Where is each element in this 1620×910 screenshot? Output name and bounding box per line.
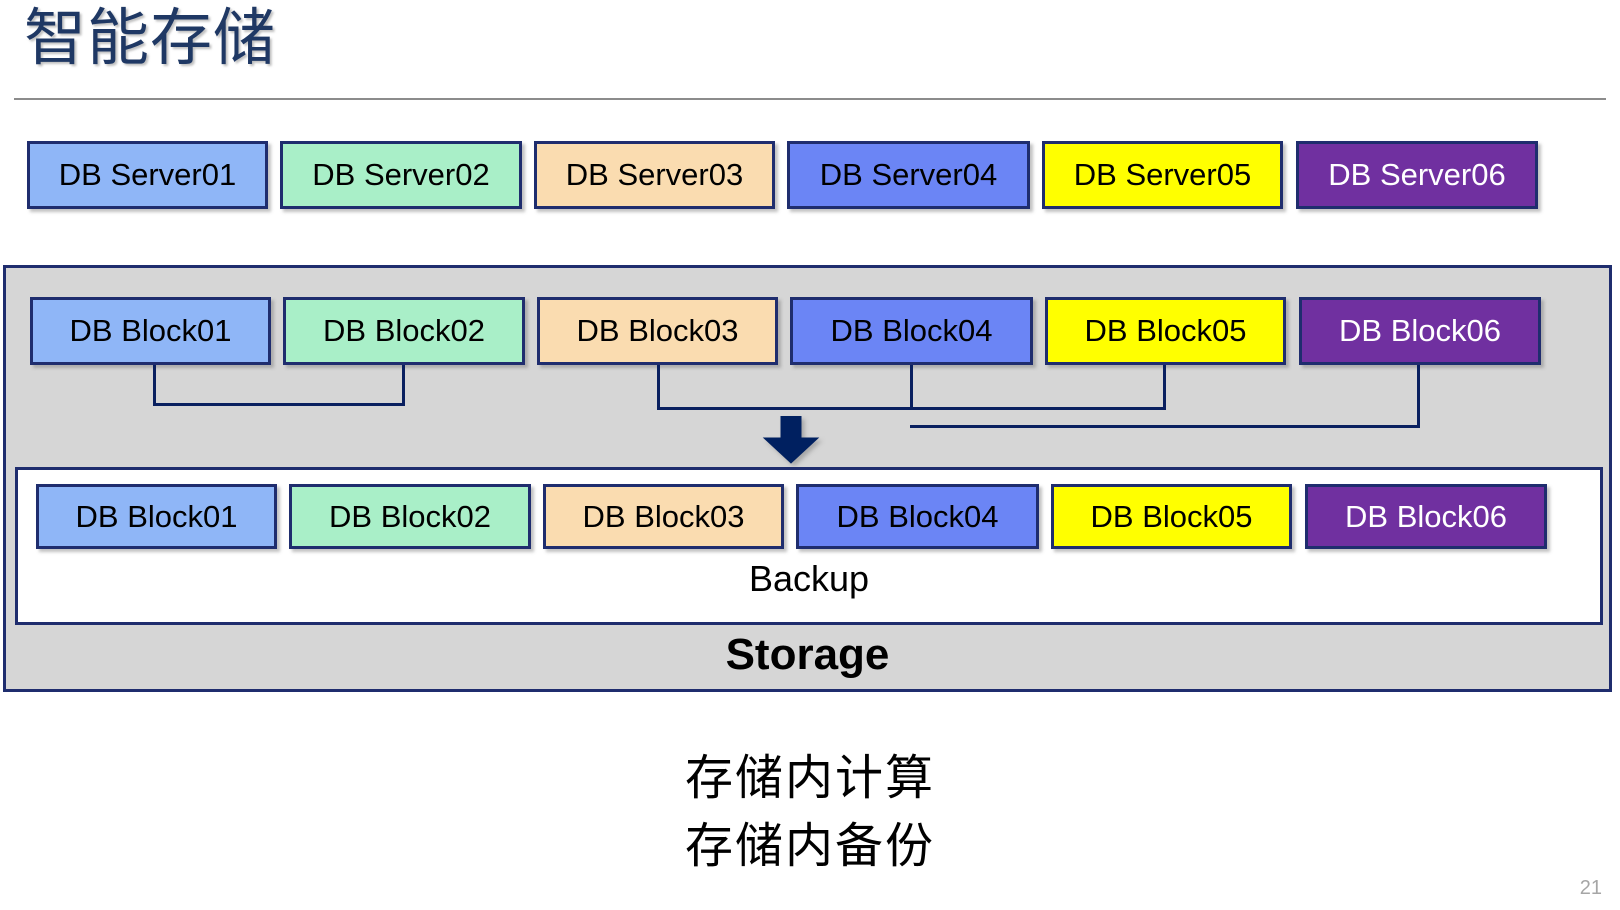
storage-container: DB Block01 DB Block02 DB Block03 DB Block04… bbox=[3, 265, 1612, 692]
db-block-box-label: DB Block03 bbox=[576, 313, 739, 348]
db-block-box-label: DB Block01 bbox=[69, 313, 232, 348]
flow-down-arrow bbox=[762, 416, 820, 464]
backup-block-box-label: DB Block03 bbox=[582, 498, 745, 534]
block03-drop bbox=[657, 365, 660, 410]
footer-text-line-2: 存储内备份 bbox=[684, 820, 935, 873]
db-block-box-5[interactable]: DB Block05 bbox=[1045, 297, 1286, 365]
db-server-box-3[interactable]: DB Server03 bbox=[534, 141, 775, 209]
db-server-box-label: DB Server06 bbox=[1328, 157, 1506, 192]
db-block-box-1[interactable]: DB Block01 bbox=[30, 297, 271, 365]
page-number: 21 bbox=[1579, 877, 1602, 899]
footer-text-line-1: 存储内计算 bbox=[684, 752, 935, 805]
block04-drop bbox=[910, 365, 913, 410]
db-server-box-label: DB Server03 bbox=[565, 157, 744, 192]
backup-block-box-label: DB Block04 bbox=[836, 498, 999, 534]
backup-block-box-5[interactable]: DB Block05 bbox=[1051, 484, 1292, 549]
backup-block-box-1[interactable]: DB Block01 bbox=[36, 484, 277, 549]
db-block-box-3[interactable]: DB Block03 bbox=[537, 297, 778, 365]
db-server-box-label: DB Server02 bbox=[312, 157, 490, 192]
storage-label: Storage bbox=[725, 630, 890, 679]
backup-block-box-label: DB Block02 bbox=[329, 498, 491, 534]
db-block-box-label: DB Block05 bbox=[1084, 313, 1247, 348]
db-server-box-4[interactable]: DB Server04 bbox=[787, 141, 1030, 209]
db-server-box-5[interactable]: DB Server05 bbox=[1042, 141, 1283, 209]
group-a-join bbox=[153, 403, 405, 406]
group-c-join bbox=[910, 425, 1420, 428]
db-block-box-2[interactable]: DB Block02 bbox=[283, 297, 525, 365]
block06-drop bbox=[1417, 365, 1420, 428]
backup-block-box-label: DB Block06 bbox=[1345, 498, 1507, 534]
db-block-box-6[interactable]: DB Block06 bbox=[1299, 297, 1541, 365]
db-block-box-label: DB Block04 bbox=[830, 313, 993, 348]
db-block-box-4[interactable]: DB Block04 bbox=[790, 297, 1033, 365]
db-server-box-1[interactable]: DB Server01 bbox=[27, 141, 268, 209]
backup-block-box-2[interactable]: DB Block02 bbox=[289, 484, 531, 549]
db-block-box-label: DB Block06 bbox=[1339, 313, 1501, 348]
block05-drop bbox=[1163, 365, 1166, 410]
db-server-box-2[interactable]: DB Server02 bbox=[280, 141, 522, 209]
db-server-box-6[interactable]: DB Server06 bbox=[1296, 141, 1538, 209]
title-divider bbox=[14, 98, 1606, 100]
backup-block-box-label: DB Block05 bbox=[1090, 498, 1253, 534]
backup-block-box-label: DB Block01 bbox=[75, 498, 238, 534]
block02-drop bbox=[402, 365, 405, 406]
page-title: 智能存储 bbox=[24, 4, 277, 73]
backup-panel: DB Block01 DB Block02 DB Block03 DB Block04… bbox=[15, 467, 1603, 625]
backup-label: Backup bbox=[748, 558, 870, 599]
db-server-box-label: DB Server05 bbox=[1073, 157, 1252, 192]
db-block-box-label: DB Block02 bbox=[323, 313, 485, 348]
group-b-join bbox=[657, 407, 1166, 410]
backup-block-box-3[interactable]: DB Block03 bbox=[543, 484, 784, 549]
backup-block-box-4[interactable]: DB Block04 bbox=[796, 484, 1039, 549]
db-server-box-label: DB Server01 bbox=[58, 157, 237, 192]
backup-block-box-6[interactable]: DB Block06 bbox=[1305, 484, 1547, 549]
db-server-box-label: DB Server04 bbox=[819, 157, 998, 192]
block01-drop bbox=[153, 365, 156, 406]
